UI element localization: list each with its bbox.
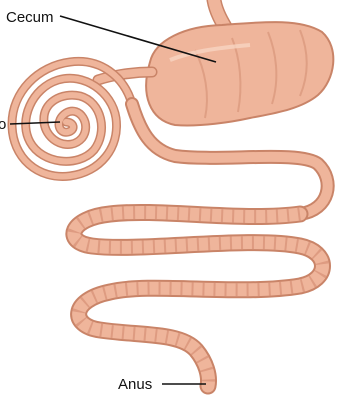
anus-label: Anus — [118, 376, 152, 393]
spiral-partial-label: o — [0, 116, 6, 133]
intestine-loops — [74, 212, 323, 386]
spiral-leader-line — [10, 122, 60, 124]
spiral-colon — [12, 61, 132, 176]
cecum-label: Cecum — [6, 9, 54, 26]
cecum — [146, 22, 333, 125]
